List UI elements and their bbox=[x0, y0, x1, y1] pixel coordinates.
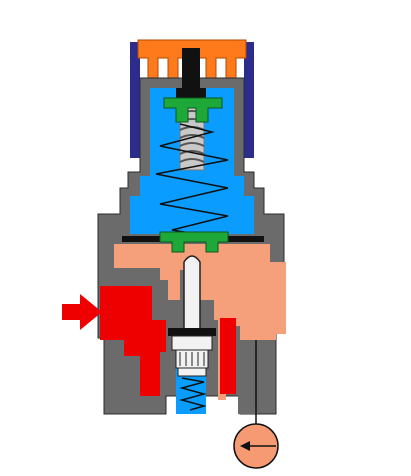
inlet-chamber bbox=[100, 286, 236, 396]
outlet-chamber bbox=[114, 244, 286, 414]
pressure-gauge-icon bbox=[233, 423, 279, 469]
bonnet-housing bbox=[130, 42, 254, 158]
diaphragm-plate bbox=[159, 231, 229, 253]
valve-poppet bbox=[168, 328, 216, 377]
control-spring bbox=[155, 123, 229, 235]
right-arrow-icon bbox=[62, 294, 102, 330]
return-spring bbox=[179, 377, 207, 411]
valve-stem bbox=[183, 255, 201, 331]
upper-spring-seat bbox=[163, 97, 223, 123]
